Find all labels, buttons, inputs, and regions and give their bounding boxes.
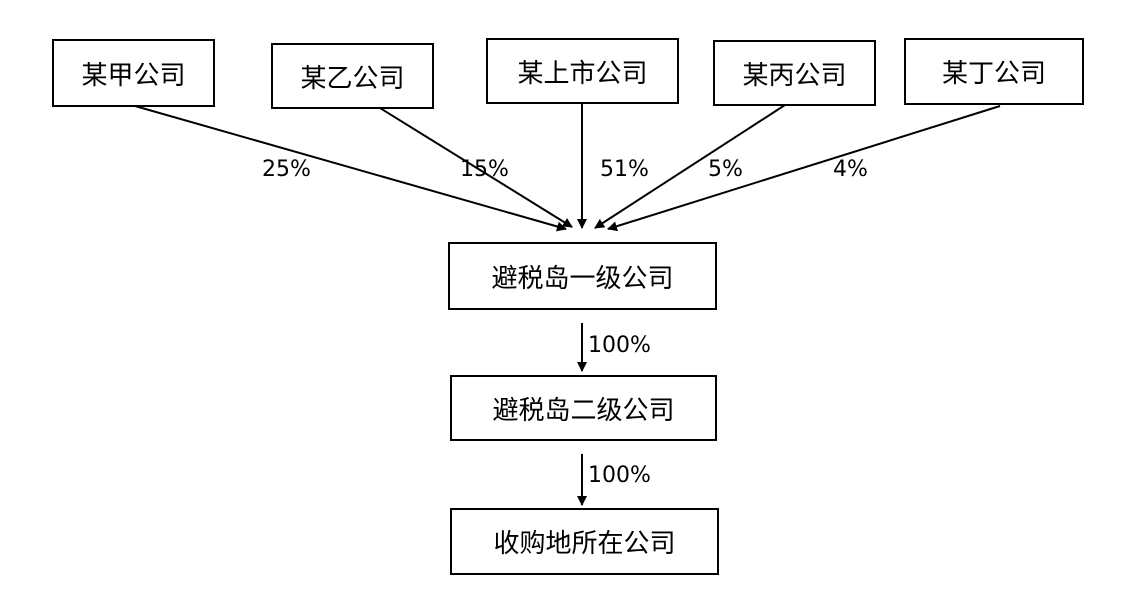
node-yi-company: 某乙公司 (271, 43, 434, 109)
label-listed-share: 51% (600, 157, 649, 182)
node-listed-company: 某上市公司 (486, 38, 679, 104)
label-yi-share: 15% (460, 157, 509, 182)
arrow-bing-to-tier1 (594, 104, 786, 229)
node-tax-haven-tier1: 避税岛一级公司 (448, 242, 717, 310)
node-jia-company: 某甲公司 (52, 39, 215, 107)
arrow-ding-to-tier1 (607, 105, 1001, 232)
node-bing-company: 某丙公司 (713, 40, 876, 106)
arrow-jia-to-tier1 (134, 105, 567, 232)
node-tax-haven-tier2: 避税岛二级公司 (450, 375, 717, 441)
node-ding-company: 某丁公司 (904, 38, 1084, 105)
arrow-yi-to-tier1 (379, 107, 573, 228)
label-tier1-to-tier2-share: 100% (588, 333, 651, 358)
label-jia-share: 25% (262, 157, 311, 182)
label-ding-share: 4% (833, 157, 868, 182)
label-tier2-to-target-share: 100% (588, 463, 651, 488)
label-bing-share: 5% (708, 157, 743, 182)
node-target-company: 收购地所在公司 (450, 508, 719, 575)
